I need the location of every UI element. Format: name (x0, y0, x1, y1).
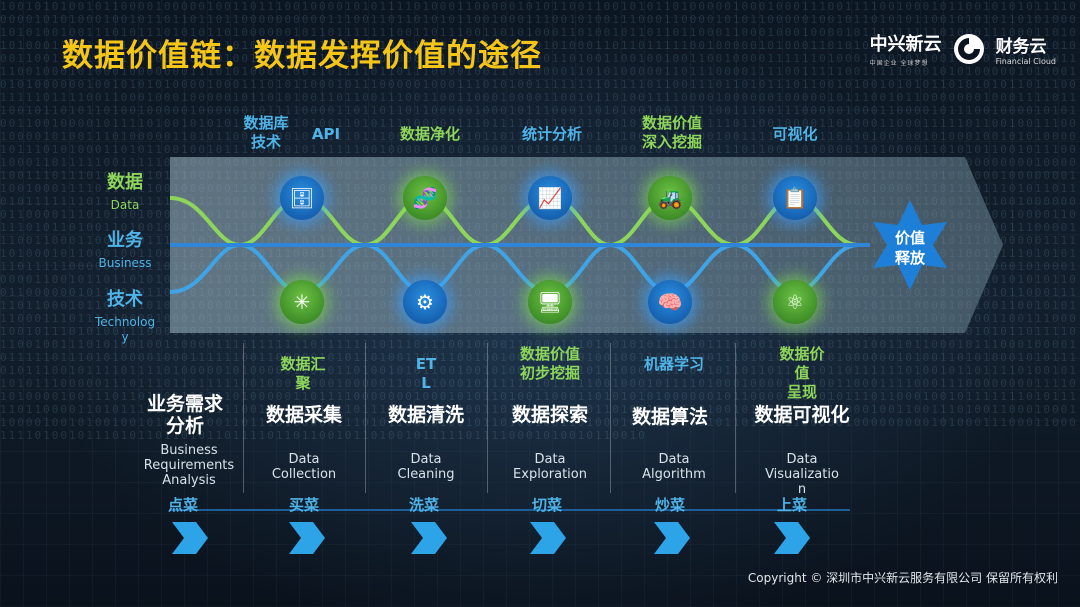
stage-divider (610, 343, 611, 493)
stage-title-requirements: 业务需求 分析 (130, 393, 240, 437)
top-label-database-tech: 数据库 技术 (236, 114, 296, 152)
stage-en-algorithm: Data Algorithm (624, 452, 724, 482)
row-label-business-en: Business (90, 256, 160, 270)
stage-en-collection: Data Collection (254, 452, 354, 482)
stage-en-requirements: Business Requirements Analysis (130, 443, 248, 488)
stage-title-exploration: 数据探索 (500, 404, 600, 426)
stage-upper-algorithm: 机器学习 (624, 355, 724, 374)
network-nodes-icon: ✳ (280, 280, 324, 324)
copyright-text: Copyright © 深圳市中兴新云服务有限公司 保留所有权利 (748, 569, 1058, 586)
stage-divider (487, 343, 488, 493)
stage-upper-exploration: 数据价值 初步挖掘 (505, 345, 595, 383)
stage-title-cleaning: 数据清洗 (376, 404, 476, 426)
stage-title-algorithm: 数据算法 (620, 406, 720, 428)
cook-label-fry: 炒菜 (640, 494, 700, 515)
excavator-icon: 🚜 (648, 176, 692, 220)
stage-upper-visualization: 数据价 值 呈现 (762, 345, 842, 402)
stage-upper-cleaning: ET L (386, 355, 466, 393)
line-chart-icon: 📈 (528, 176, 572, 220)
stage-upper-collection: 数据汇 聚 (258, 355, 348, 393)
cook-label-buy: 买菜 (274, 494, 334, 515)
top-label-api: API (306, 125, 346, 144)
cook-label-order: 点菜 (153, 494, 213, 515)
row-label-data-en: Data (90, 198, 160, 212)
monitor-dashboard-icon: 🖥 (528, 280, 572, 324)
stage-chevrons (172, 522, 810, 554)
top-label-data-cleansing: 数据净化 (390, 125, 470, 144)
atom-icon: ⚛ (773, 280, 817, 324)
top-label-visualization: 可视化 (760, 125, 830, 144)
cook-label-cut: 切菜 (517, 494, 577, 515)
stage-en-exploration: Data Exploration (500, 452, 600, 482)
row-label-technology-zh: 技术 (90, 285, 160, 311)
row-label-data: 数据 Data (90, 168, 160, 212)
database-icon: 🗄 (280, 176, 324, 220)
row-label-technology-en: Technolog y (90, 315, 160, 345)
value-release-label: 价值 释放 (880, 228, 940, 268)
cook-label-wash: 洗菜 (394, 494, 454, 515)
presentation-board-icon: 📋 (773, 176, 817, 220)
stage-divider (735, 343, 736, 493)
gears-icon: ⚙ (403, 280, 447, 324)
row-label-data-zh: 数据 (90, 168, 160, 194)
top-label-statistics: 统计分析 (512, 125, 592, 144)
stage-title-visualization: 数据可视化 (742, 404, 862, 426)
stage-title-collection: 数据采集 (254, 404, 354, 426)
stage-en-visualization: Data Visualizatio n (752, 452, 852, 497)
row-label-business-zh: 业务 (90, 226, 160, 252)
dna-icon: 🧬 (403, 176, 447, 220)
stage-divider (365, 343, 366, 493)
stage-en-cleaning: Data Cleaning (376, 452, 476, 482)
row-label-technology: 技术 Technolog y (90, 285, 160, 345)
cook-label-serve: 上菜 (762, 494, 822, 515)
top-label-deep-mining: 数据价值 深入挖掘 (632, 114, 712, 152)
brain-head-icon: 🧠 (648, 280, 692, 324)
row-label-business: 业务 Business (90, 226, 160, 270)
